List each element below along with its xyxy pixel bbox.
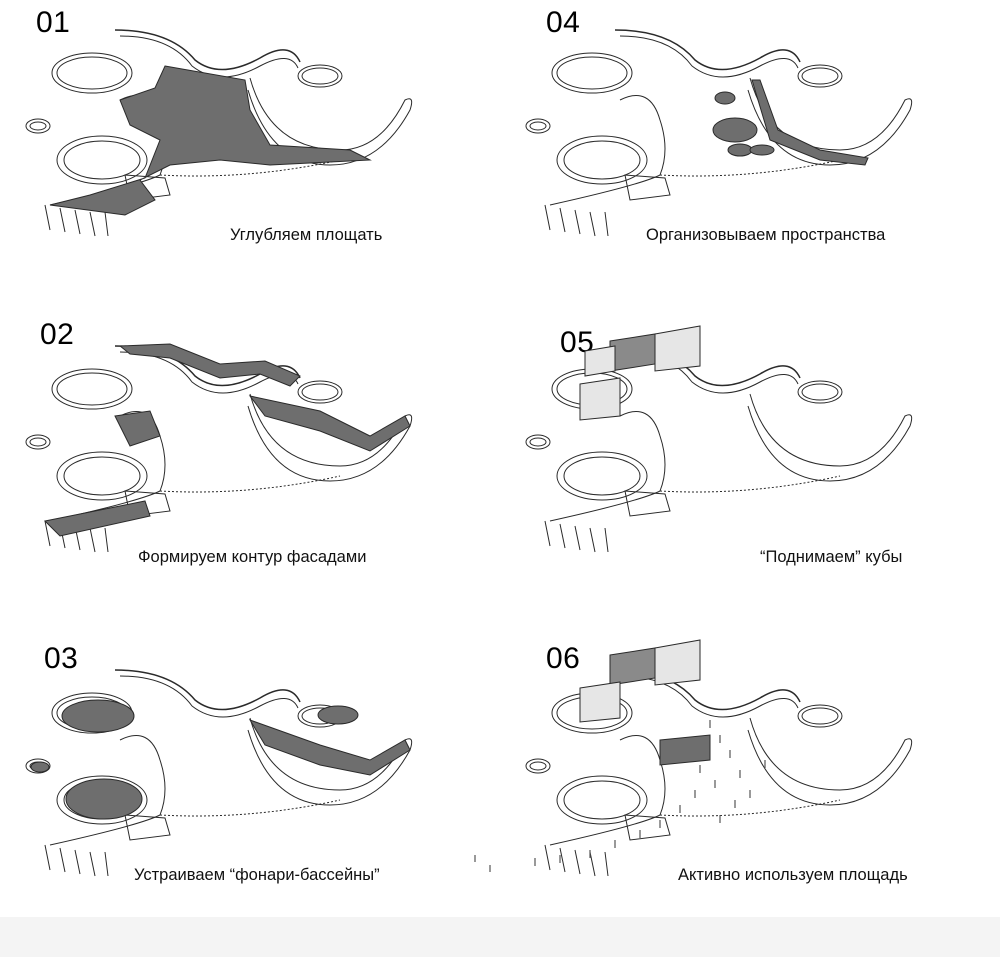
raised-cubes [579, 639, 701, 723]
site-diagram-02 [25, 343, 413, 553]
site-diagram-06 [474, 639, 913, 877]
organized-spaces [712, 79, 869, 166]
raised-cubes [579, 325, 701, 421]
facade-contours [43, 343, 411, 537]
step-caption: Активно используем площадь [678, 866, 908, 884]
step-number: 03 [44, 642, 79, 675]
step-caption: Организовываем пространства [646, 226, 886, 244]
panel-step-03: 03 Устраиваем “фонари-бассейны” [20, 640, 500, 940]
step-caption: Формируем контур фасадами [138, 548, 367, 566]
site-diagram-04 [525, 29, 913, 237]
stage-platform [659, 734, 711, 766]
step-caption: “Поднимаем” кубы [760, 548, 903, 566]
panel-step-06: 06 Активно используем площадь [474, 639, 1000, 940]
step-caption: Устраиваем “фонари-бассейны” [134, 866, 380, 884]
step-number: 01 [36, 6, 71, 39]
step-number: 02 [40, 318, 75, 351]
pool-lanterns [30, 699, 411, 820]
step-number: 04 [546, 6, 581, 39]
sunken-plaza-fill [49, 65, 372, 216]
panel-step-01: 01 Углубляем площать [20, 0, 500, 300]
step-number: 06 [546, 642, 581, 675]
panel-step-04: 04 Организовываем пространства [520, 0, 1000, 300]
panel-step-02: 02 Формируем контур фасадами [20, 316, 500, 616]
site-diagram-05 [525, 325, 913, 553]
panel-step-05: 05 “Поднимаем” кубы [520, 316, 1000, 616]
step-caption: Углубляем площать [230, 226, 383, 244]
site-diagram-03 [25, 669, 413, 877]
crowd-figures [474, 720, 766, 872]
site-diagram-01 [25, 29, 413, 237]
bottom-strip [0, 917, 1000, 957]
